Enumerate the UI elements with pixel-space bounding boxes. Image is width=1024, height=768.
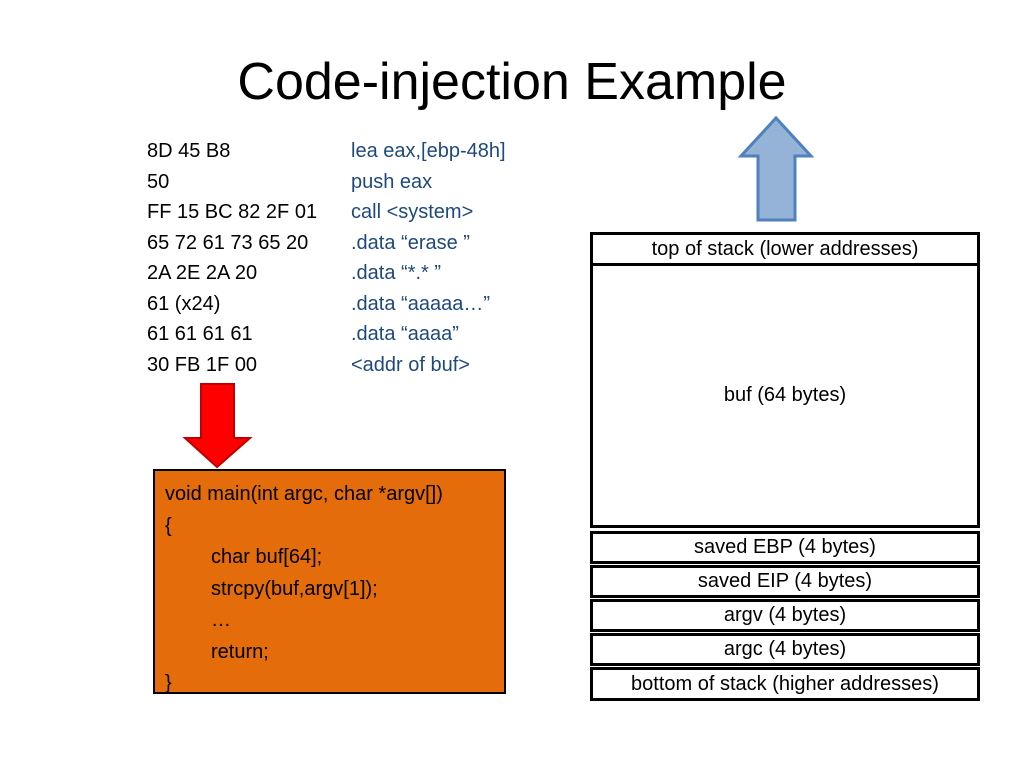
asm-bytes: 8D 45 B8 <box>147 140 231 162</box>
code-box: void main(int argc, char *argv[]) { char… <box>153 469 506 694</box>
asm-row: 2A 2E 2A 20 .data “*.* ” <box>147 258 506 289</box>
asm-bytes: FF 15 BC 82 2F 01 <box>147 201 318 223</box>
asm-instruction: .data “erase ” <box>351 231 470 254</box>
asm-instruction: <addr of buf> <box>351 353 470 376</box>
asm-instruction: call <system> <box>351 201 474 223</box>
code-line: { <box>165 514 172 537</box>
code-line: } <box>165 672 172 694</box>
asm-instruction: .data “aaaaa…” <box>351 292 490 315</box>
code-line: … <box>211 609 231 631</box>
asm-row: 65 72 61 73 65 20 .data “erase ” <box>147 228 506 259</box>
stack-argc-cell: argc (4 bytes) <box>590 633 980 666</box>
stack-saved-ebp-cell: saved EBP (4 bytes) <box>590 531 980 564</box>
stack-top-cell: top of stack (lower addresses) <box>590 232 980 266</box>
asm-row: 50 push eax <box>147 167 506 198</box>
asm-row: 30 FB 1F 00 <addr of buf> <box>147 350 506 381</box>
stack-diagram: top of stack (lower addresses) buf (64 b… <box>590 232 980 701</box>
asm-row: FF 15 BC 82 2F 01 call <system> <box>147 197 506 228</box>
asm-bytes: 61 61 61 61 <box>147 323 253 345</box>
slide-title: Code-injection Example <box>237 53 787 111</box>
code-line: strcpy(buf,argv[1]); <box>211 577 378 600</box>
stack-buf-cell: buf (64 bytes) <box>590 263 980 528</box>
asm-instruction: lea eax,[ebp-48h] <box>351 140 506 162</box>
down-arrow-icon <box>182 383 253 469</box>
asm-bytes: 65 72 61 73 65 20 <box>147 231 309 254</box>
stack-saved-eip-cell: saved EIP (4 bytes) <box>590 565 980 598</box>
stack-bottom-cell: bottom of stack (higher addresses) <box>590 667 980 701</box>
up-arrow-icon <box>737 115 815 222</box>
code-line: return; <box>211 640 269 663</box>
asm-bytes: 61 (x24) <box>147 292 221 315</box>
stack-argv-cell: argv (4 bytes) <box>590 599 980 632</box>
asm-row: 61 (x24) .data “aaaaa…” <box>147 289 506 320</box>
asm-bytes: 2A 2E 2A 20 <box>147 262 258 284</box>
asm-bytes: 50 <box>147 170 170 193</box>
asm-instruction: push eax <box>351 170 433 193</box>
assembly-listing: 8D 45 B8 lea eax,[ebp-48h] 50 push eax F… <box>147 136 506 380</box>
code-line: char buf[64]; <box>211 546 323 568</box>
asm-instruction: .data “aaaa” <box>351 323 459 345</box>
asm-row: 61 61 61 61 .data “aaaa” <box>147 319 506 350</box>
asm-bytes: 30 FB 1F 00 <box>147 353 258 376</box>
asm-instruction: .data “*.* ” <box>351 262 442 284</box>
asm-row: 8D 45 B8 lea eax,[ebp-48h] <box>147 136 506 167</box>
code-line: void main(int argc, char *argv[]) <box>165 483 443 505</box>
